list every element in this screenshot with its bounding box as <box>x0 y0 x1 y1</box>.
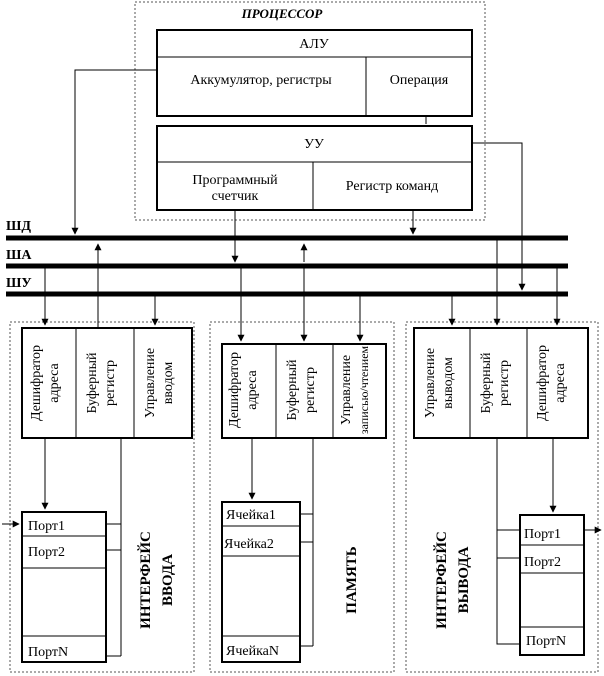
alu-label: АЛУ <box>299 37 329 52</box>
input-buffer-label-1: Буферный <box>85 352 100 414</box>
memory-decoder-label-1: Дешифратор <box>227 352 242 428</box>
memory-buffer-label-1: Буферный <box>285 359 300 421</box>
control-unit-box <box>156 125 473 211</box>
input-portn: ПортN <box>28 645 68 660</box>
input-decoder-label-2: адреса <box>47 362 62 402</box>
processor-title: ПРОЦЕССОР <box>241 6 324 21</box>
output-buffer-label-2: регистр <box>497 360 512 406</box>
output-port1: Порт1 <box>524 527 561 542</box>
memory-control-label-2: записью/чтением <box>357 345 371 434</box>
processor-connections <box>71 69 526 291</box>
input-control-label-2: вводом <box>161 362 176 405</box>
memory-celln: ЯчейкаN <box>226 644 279 659</box>
accumulator-label: Аккумулятор, регистры <box>190 73 332 88</box>
input-interface-border <box>9 321 195 673</box>
output-control-label-1: Управление <box>423 348 438 418</box>
input-control-label-1: Управление <box>143 348 158 418</box>
memory-cell1: Ячейка1 <box>226 508 276 523</box>
input-interface-title-2: ВВОДА <box>160 554 176 606</box>
memory-control-label-1: Управление <box>339 355 354 425</box>
memory-border <box>209 321 395 673</box>
output-decoder-label-2: адреса <box>553 362 568 402</box>
input-interface: Дешифратор адреса Буферный регистр Управ… <box>2 243 195 673</box>
output-interface-title-1: ИНТЕРФЕЙС <box>433 531 450 629</box>
memory-block: Дешифратор адреса Буферный регистр Управ… <box>209 243 395 673</box>
output-interface: Управление выводом Буферный регистр Деши… <box>405 238 602 673</box>
memory-buffer-label-2: регистр <box>303 367 318 413</box>
program-counter-label-1: Программный <box>192 173 278 188</box>
output-control-label-2: выводом <box>441 357 456 409</box>
input-port1: Порт1 <box>28 519 65 534</box>
address-bus-label: ША <box>6 248 32 263</box>
buses: ШД ША ШУ <box>6 219 568 297</box>
memory-register-row <box>221 343 387 439</box>
control-bus-label: ШУ <box>6 276 32 291</box>
memory-cell2: Ячейка2 <box>224 537 274 552</box>
output-interface-border <box>405 321 599 673</box>
input-decoder-label-1: Дешифратор <box>29 345 44 421</box>
output-interface-title-2: ВЫВОДА <box>456 546 472 613</box>
memory-title: ПАМЯТЬ <box>344 546 360 613</box>
output-portn: ПортN <box>526 634 566 649</box>
processor-block: ПРОЦЕССОР АЛУ Аккумулятор, регистры Опер… <box>134 1 486 221</box>
data-bus-label: ШД <box>6 219 31 234</box>
program-counter-label-2: счетчик <box>212 189 259 204</box>
memory-decoder-label-2: адреса <box>245 369 260 409</box>
input-port2: Порт2 <box>28 545 65 560</box>
input-ports-box <box>21 511 107 663</box>
alu-box <box>156 29 473 117</box>
input-interface-title-1: ИНТЕРФЕЙС <box>137 531 154 629</box>
input-buffer-label-2: регистр <box>103 360 118 406</box>
memory-cells-box <box>221 501 301 663</box>
cu-label: УУ <box>304 137 324 152</box>
input-register-row <box>21 327 193 439</box>
output-buffer-label-1: Буферный <box>479 352 494 414</box>
output-decoder-label-1: Дешифратор <box>535 345 550 421</box>
operation-label: Операция <box>390 73 449 88</box>
instruction-register-label: Регистр команд <box>346 179 438 194</box>
output-port2: Порт2 <box>524 555 561 570</box>
output-ports-box <box>519 514 585 656</box>
output-register-row <box>413 327 589 439</box>
